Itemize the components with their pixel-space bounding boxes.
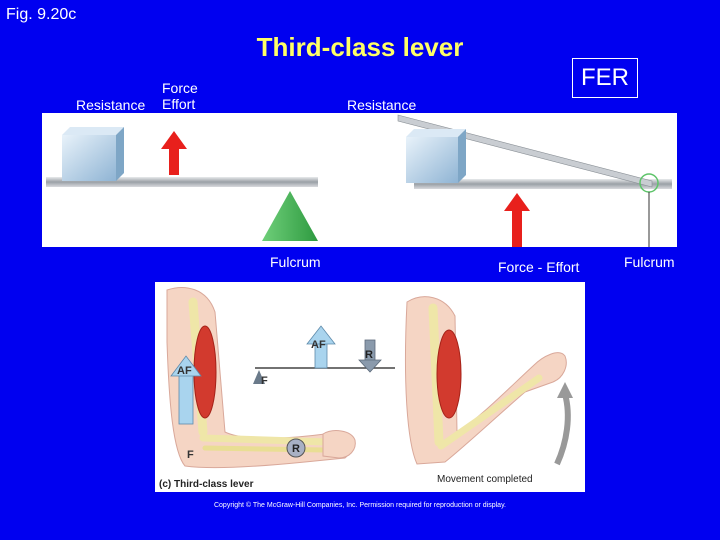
movement-arrow	[554, 393, 571, 466]
label-fulcrum-right: Fulcrum	[624, 254, 675, 270]
right-resistance-cube	[406, 129, 466, 183]
movement-arrowhead	[557, 382, 573, 398]
label-resistance-mid: Resistance	[347, 97, 417, 113]
arm-af-label-left: AF	[177, 365, 192, 377]
mid-r-label: R	[365, 349, 373, 361]
arm-illustration-panel: AF F R AF R F (c) Third-class lever Move…	[155, 282, 585, 492]
arm-caption: (c) Third-class lever	[159, 479, 254, 490]
arm-af-arrow-left	[170, 355, 202, 425]
movement-label: Movement completed	[437, 474, 533, 485]
label-force-effort-left: Force Effort	[162, 80, 198, 112]
arm-illustration: AF F R AF R F (c) Third-class lever Move…	[159, 287, 573, 490]
lever-diagram-panel	[42, 113, 677, 247]
mid-f-label: F	[261, 375, 268, 387]
label-force-effort: Force - Effort	[498, 259, 580, 275]
label-fulcrum-left: Fulcrum	[270, 254, 321, 270]
label-force: Force	[162, 80, 198, 96]
lever-diagram	[46, 114, 672, 247]
arm-f-label-left: F	[187, 449, 194, 461]
figure-label: Fig. 9.20c	[6, 6, 77, 23]
arm-r-circle	[286, 438, 306, 458]
mid-lever-schematic	[253, 325, 395, 384]
left-lever-bar	[46, 177, 318, 187]
slide-title: Third-class lever	[256, 32, 464, 62]
mid-af-label: AF	[311, 339, 326, 351]
left-force-arrow	[161, 131, 187, 175]
fer-box: FER	[572, 58, 638, 98]
right-force-arrow	[504, 193, 530, 247]
label-resistance-left: Resistance	[76, 97, 146, 113]
left-fulcrum-triangle	[262, 191, 318, 241]
left-resistance-cube	[62, 127, 124, 181]
copyright-notice: Copyright © The McGraw-Hill Companies, I…	[213, 502, 506, 509]
arm-r-label-hand: R	[292, 443, 300, 455]
right-arm	[404, 296, 567, 465]
label-effort: Effort	[162, 96, 196, 112]
